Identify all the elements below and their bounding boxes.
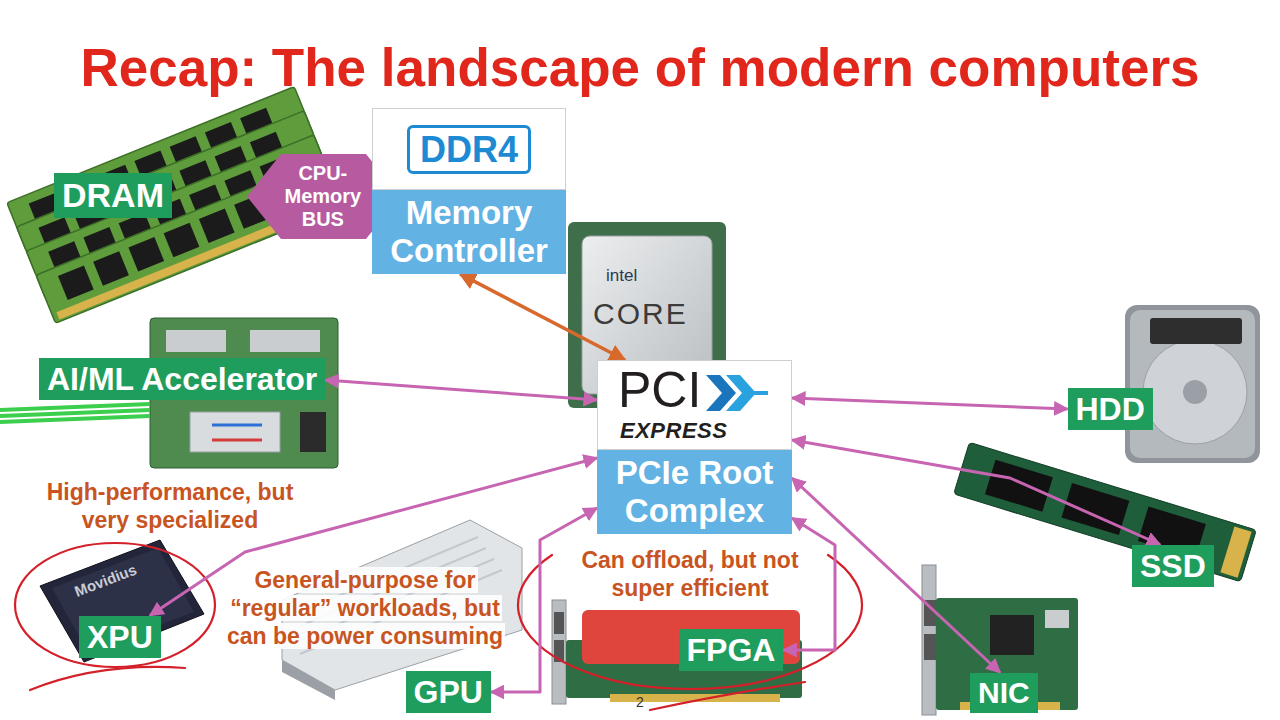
component-label: DRAM [54,173,172,218]
gpu-card-part [282,660,335,700]
component-label: XPU [79,616,161,659]
ai-accelerator-card-part [212,424,262,427]
ai-accelerator-card-part [0,404,150,422]
ai-accelerator-card-part [166,330,226,352]
hand-drawn-annotation-part [650,682,805,710]
ai-accelerator-card-part [250,330,320,352]
hard-disk-drive [1125,305,1260,463]
hard-disk-drive-part [1150,318,1242,344]
brand-logo-text: intel [606,266,637,285]
component-name: FPGA [687,632,776,669]
component-name: GPU [414,674,483,711]
fpga-card-part [552,600,566,704]
annotation-note: Can offload, but not super efficient [565,546,815,602]
fpga-card-part [554,612,564,634]
annotation-note: General-purpose for “regular” workloads,… [220,566,510,650]
component-name: DRAM [62,176,164,215]
brand-logo-text: CORE [593,296,688,333]
hard-disk-drive-part [1143,340,1247,444]
network-card-part [936,598,1078,710]
brand-logo-text: CORE [593,297,688,330]
component-label: FPGA [679,629,784,672]
bus-connector [783,518,835,650]
component-name: PCI [618,363,701,418]
page-number: 2 [636,694,644,711]
component-name: HDD [1076,391,1145,428]
annotation-note: Can offload, but not super efficient [579,547,800,601]
ssd-module-part [985,460,1053,512]
bus-connector [325,380,597,400]
component-name: NIC [978,676,1030,711]
brand-logo-text: intel [606,266,637,287]
network-card [922,565,1078,715]
slide-title: Recap: The landscape of modern computers [80,38,1199,99]
hand-drawn-annotation-part [30,667,185,690]
annotation-note: High-performance, but very specialized [33,478,308,534]
component-name: EXPRESS [620,419,727,443]
component-label: HDD [1068,388,1153,431]
controller-box: PCIEXPRESSPCIe Root Complex [597,360,792,534]
bus-connector [491,508,597,692]
ai-accelerator-card-part [300,412,326,452]
logo-panel: PCIEXPRESS [597,360,792,450]
controller-box: DDR4Memory Controller [372,108,566,274]
hand-drawn-annotation-part [15,543,215,667]
ai-accelerator-card-part [212,439,262,442]
hard-disk-drive-part [1130,310,1255,458]
component-name: Memory Controller [378,194,560,270]
bus-connector [792,398,1068,409]
component-name: AI/ML Accelerator [47,361,317,398]
bus-connector [792,478,1000,673]
page-number: 2 [636,694,644,710]
controller-panel: Memory Controller [372,190,566,274]
component-name: XPU [87,619,153,656]
ai-accelerator-card-part [190,412,280,452]
component-label: NIC [970,673,1038,714]
hard-disk-drive-part [1183,380,1207,404]
hand-drawn-annotation [15,543,862,710]
controller-panel: PCIe Root Complex [597,450,792,534]
component-label: AI/ML Accelerator [39,358,325,401]
component-name: SSD [1140,548,1206,585]
network-card-part [924,634,936,660]
component-label: GPU [406,671,491,714]
ai-accelerator-card [0,318,338,468]
component-name: DDR4 [407,125,531,174]
component-name: PCIe Root Complex [603,454,786,530]
annotation-note: High-performance, but very specialized [45,479,296,533]
network-card-part [990,615,1034,655]
hard-disk-drive-part [1125,305,1260,463]
logo-chevrons [706,375,768,411]
ssd-module-part [1220,526,1251,577]
network-card-part [922,565,936,715]
annotation-note: General-purpose for “regular” workloads,… [225,567,505,649]
logo-chevrons [744,391,768,395]
component-label: SSD [1132,545,1214,588]
network-card-part [1045,610,1069,628]
component-name: CPU- Memory BUS [285,162,362,231]
logo-panel: DDR4 [372,108,566,190]
